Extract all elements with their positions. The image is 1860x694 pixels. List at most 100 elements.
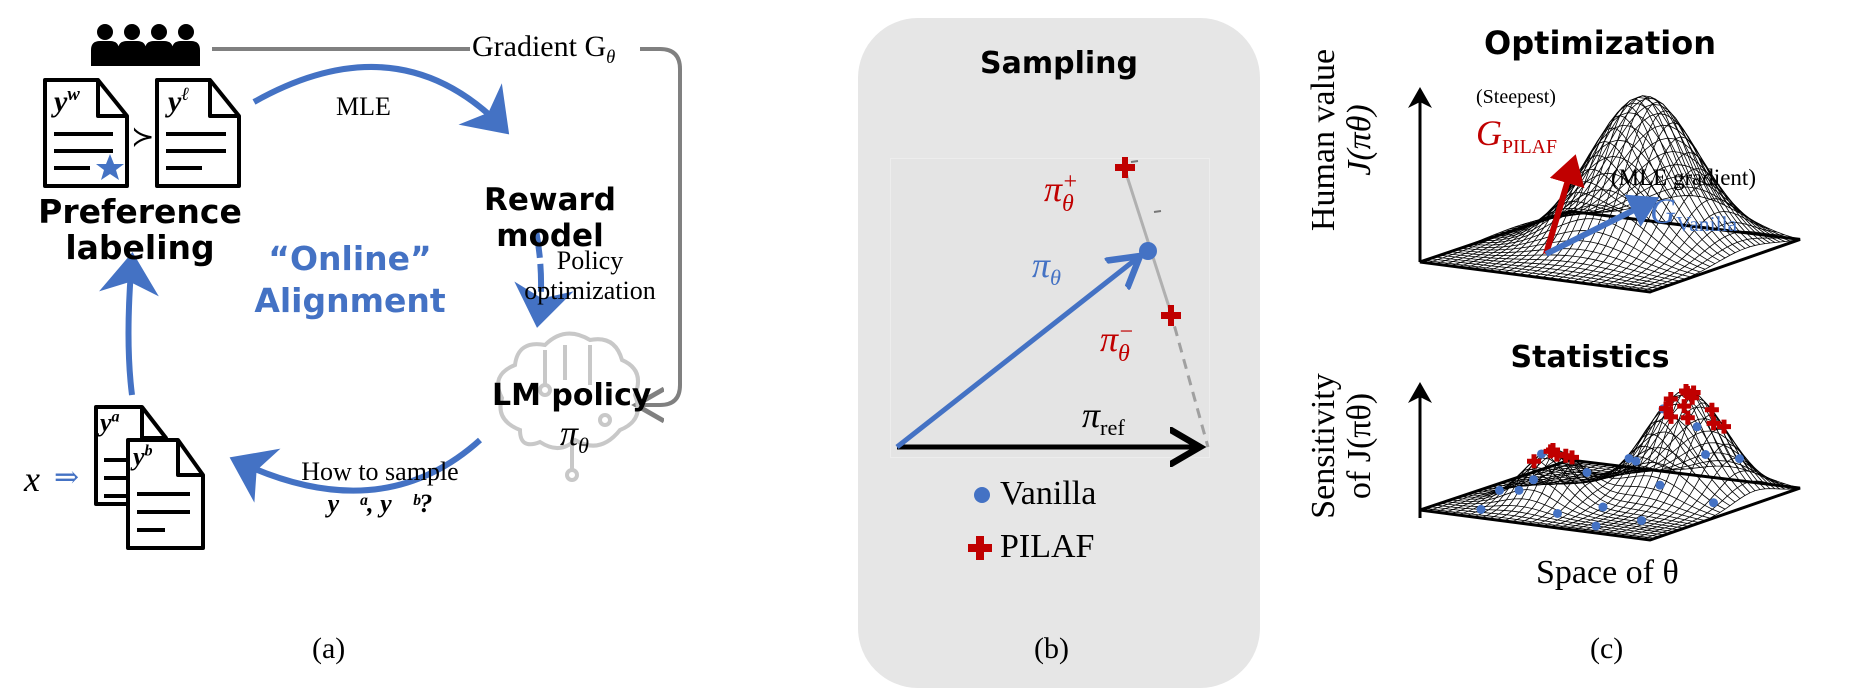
vanilla-sample-point — [1692, 422, 1702, 432]
response-b-document-icon — [126, 438, 205, 550]
how-to-sample-label: How to sample y⃗ᵃ, y⃗ᵇ? — [301, 457, 459, 518]
legend-vanilla-label: Vanilla — [1000, 475, 1097, 512]
winner-label: yw — [54, 84, 80, 118]
gradient-feedback-arrow — [212, 47, 682, 405]
optimization-mesh-gridline — [1489, 156, 1721, 262]
vanilla-sample-point — [1631, 456, 1641, 466]
optimization-mesh-gridline — [1534, 113, 1766, 244]
pilaf-sample-point — [1549, 447, 1564, 462]
statistics-mesh-gridline — [1434, 504, 1666, 536]
optimization-mesh-gridline — [1439, 254, 1671, 286]
policy-optimization-arrow — [514, 229, 574, 328]
legend-vanilla-marker — [974, 487, 990, 503]
statistics-mesh-gridline — [1429, 506, 1661, 538]
vanilla-sample-point — [1553, 508, 1562, 518]
lm-policy-title: LM policy — [492, 378, 652, 413]
vanilla-sample-point — [1476, 504, 1486, 514]
statistics-mesh-gridline — [1524, 390, 1756, 492]
optimization-mesh-gridline — [1569, 195, 1801, 240]
statistics-mesh-gridline — [1454, 478, 1686, 529]
labeling-arrow — [99, 252, 159, 396]
pilaf-plus-point — [1115, 157, 1135, 178]
optimization-mesh-gridline — [1464, 230, 1696, 275]
top-y-label: Human value J(πθ) — [1305, 48, 1378, 232]
pi-ref-label: πref — [1082, 395, 1125, 441]
optimization-mesh-gridline — [1509, 102, 1741, 251]
bottom-y-label: Sensitivity of J(πθ) — [1305, 373, 1378, 519]
pi-theta-label: πθ — [1032, 245, 1062, 291]
implies-arrow-icon: ⇒ — [54, 461, 80, 494]
sampling-direction-dashed-line — [1168, 309, 1210, 448]
response-b-label: yb — [133, 442, 153, 471]
bottom-x-label: Space of θ — [1536, 554, 1679, 591]
vanilla-sample-point — [1591, 521, 1601, 531]
optimization-mesh-gridline — [1419, 261, 1651, 293]
optimization-mesh-gridline — [1424, 259, 1656, 291]
response-a-label: ya — [100, 408, 120, 437]
pi-minus-label: π−θ — [1100, 318, 1135, 367]
statistics-mesh-gridline — [1474, 449, 1706, 521]
statistics-title: Statistics — [1510, 340, 1670, 375]
optimization-title: Optimization — [1484, 24, 1716, 62]
pilaf-sample-point — [1663, 391, 1678, 406]
pilaf-sample-point — [1686, 385, 1701, 400]
optimization-mesh-gridline — [1494, 139, 1726, 259]
legend-pilaf-marker — [968, 536, 992, 560]
pilaf-sample-point — [1527, 454, 1541, 469]
caption-c: (c) — [1590, 632, 1624, 665]
pilaf-sample-point — [1543, 444, 1558, 459]
sampling-direction-line — [1123, 169, 1172, 311]
pilaf-sample-point — [1680, 410, 1695, 425]
vanilla-sample-point — [1598, 502, 1608, 512]
g-pilaf-arrow — [1543, 154, 1585, 255]
statistics-mesh-gridline — [1514, 403, 1746, 496]
vanilla-point — [1139, 242, 1157, 260]
statistics-mesh-gridline — [1559, 452, 1791, 490]
mle-label: MLE — [336, 92, 391, 121]
optimization-mesh-gridline — [1444, 253, 1676, 284]
optimization-mesh-gridline — [1524, 97, 1756, 246]
caption-a: (a) — [312, 632, 346, 665]
pilaf-minus-point — [1161, 305, 1181, 326]
statistics-mesh-gridline — [1419, 509, 1651, 541]
statistics-mesh-gridline — [1554, 442, 1786, 490]
vanilla-sample-point — [1701, 450, 1710, 460]
optimization-mesh-gridline — [1469, 218, 1701, 273]
brain-circuit-icon — [496, 331, 640, 482]
optimization-mesh-gridline — [1434, 256, 1666, 288]
optimization-mesh-gridline — [1539, 124, 1771, 244]
pilaf-sample-point — [1664, 409, 1678, 424]
mle-arrow — [252, 64, 510, 135]
tick-mark — [1130, 160, 1139, 163]
prompt-x: x — [24, 459, 40, 499]
g-vanilla-arrow — [1544, 194, 1660, 257]
vanilla-sample-point — [1637, 516, 1646, 526]
caption-b: (b) — [1034, 632, 1069, 665]
panel-a-graphics — [43, 24, 682, 550]
pilaf-sample-point — [1717, 419, 1731, 434]
optimization-mesh-gridline — [1484, 172, 1716, 265]
vanilla-sample-point — [1735, 454, 1744, 464]
statistics-mesh-gridline — [1539, 406, 1771, 489]
pilaf-sample-point — [1558, 448, 1573, 463]
star-icon — [96, 154, 124, 180]
pilaf-sample-point — [1706, 416, 1721, 431]
preference-labeling-title: Preference labeling — [38, 192, 242, 267]
statistics-mesh-gridline — [1569, 459, 1801, 489]
statistics-mesh-gridline — [1519, 394, 1751, 494]
policy-optimization-label: Policy optimization — [524, 246, 656, 305]
group-of-people-icon — [91, 24, 200, 66]
gradient-label: Gradient Gθ — [472, 30, 616, 68]
vanilla-sample-point — [1529, 475, 1538, 485]
pilaf-sample-point — [1704, 402, 1719, 417]
vanilla-sample-point — [1655, 480, 1665, 490]
sampling-arrow — [229, 437, 483, 503]
statistics-mesh-gridline — [1469, 451, 1701, 524]
g-vanilla-label: GVanilla — [1650, 191, 1738, 237]
optimization-mesh-gridline — [1479, 189, 1711, 267]
vanilla-sample-point — [1709, 498, 1718, 508]
